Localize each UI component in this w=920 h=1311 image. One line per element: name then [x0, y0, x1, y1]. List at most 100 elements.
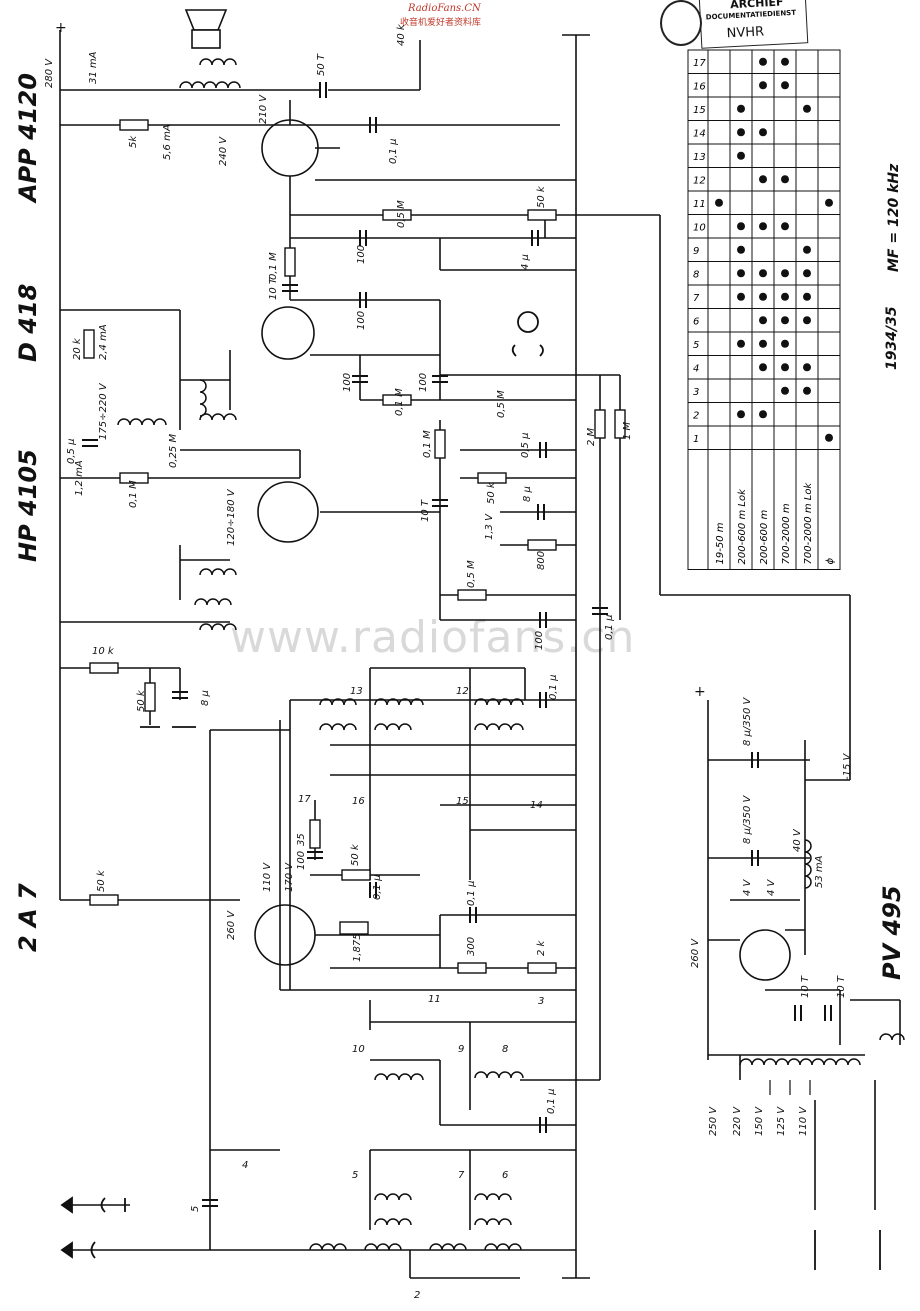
switch-table-dot	[759, 81, 767, 90]
label-v240: 240 V	[218, 136, 229, 166]
switch-table-number: 5	[693, 340, 699, 351]
label-r300: 300	[466, 936, 477, 956]
label-v260: 260 V	[226, 910, 237, 940]
label-plus-main: +	[55, 20, 67, 36]
switch-table-number: 11	[693, 199, 706, 210]
switch-num-8: 8	[502, 1044, 509, 1055]
label-r800: 800	[536, 550, 547, 570]
switch-table-dot	[737, 104, 745, 113]
label-c100-d: 100	[418, 372, 429, 392]
switch-table-dot	[781, 175, 789, 184]
switch-table-dot	[737, 245, 745, 254]
coil-26	[804, 839, 812, 889]
switch-table-number: 13	[693, 152, 706, 163]
label-c10t-b: 10 T	[420, 499, 431, 522]
label-r1875: 1,875	[352, 933, 363, 962]
switch-num-14: 14	[530, 800, 543, 811]
switch-table-number: 9	[693, 246, 699, 257]
label-mains-110: 110 V	[798, 1106, 809, 1136]
switch-table-number: 2	[693, 410, 699, 421]
switch-num-10: 10	[352, 1044, 365, 1055]
label-r2m: 2 M	[586, 427, 597, 446]
switch-num-13: 13	[350, 686, 363, 697]
label-c5: 5	[190, 1205, 201, 1212]
switch-num-3: 3	[538, 996, 545, 1007]
label-r40k: 40 k	[396, 24, 407, 46]
label-mains-220: 220 V	[732, 1106, 743, 1136]
switch-table-dot	[781, 292, 789, 301]
switch-table-dot	[803, 386, 811, 395]
label-v175-220: 175÷220 V	[98, 383, 109, 440]
label-r1m: 1 M	[622, 421, 633, 440]
label-psu-260v: 260 V	[690, 938, 701, 968]
label-psu-c1: 8 μ/350 V	[742, 697, 753, 746]
label-r50k-a: 50 k	[536, 186, 547, 208]
label-v170: 170 V	[284, 862, 295, 892]
label-r025m: 0,25 M	[168, 433, 179, 468]
label-c10t-a: 10 T	[268, 277, 279, 300]
label-c100-b: 100	[356, 310, 367, 330]
label-i56ma: 5,6 mA	[162, 124, 173, 160]
coil-1	[199, 58, 237, 66]
switch-table-dot	[737, 269, 745, 278]
coil-15	[474, 1071, 524, 1079]
switch-num-4: 4	[242, 1160, 249, 1171]
label-c4u: 4 μ	[520, 254, 531, 270]
label-r50k-e: 50 k	[96, 870, 107, 892]
coil-12	[374, 723, 412, 731]
label-r01m-b: 0,1 M	[394, 388, 405, 416]
switch-table-dot	[737, 292, 745, 301]
switch-table-number: 1	[693, 434, 699, 445]
label-psu-c2: 8 μ/350 V	[742, 795, 753, 844]
coil-7	[199, 623, 237, 631]
switch-table-number: 15	[693, 105, 706, 116]
switch-table-dot	[715, 198, 723, 207]
label-v120-180: 120÷180 V	[226, 489, 237, 546]
label-i12ma: 1,2 mA	[74, 460, 85, 496]
switch-num-9: 9	[458, 1044, 465, 1055]
switch-table-dot	[759, 339, 767, 348]
coil-18	[374, 1218, 412, 1226]
label-r50k-d: 50 k	[350, 844, 361, 866]
switch-num-16: 16	[352, 796, 365, 807]
label-v13: 1,3 V	[484, 514, 495, 540]
label-r50k-b: 50 k	[486, 482, 497, 504]
switch-table-dot	[803, 245, 811, 254]
label-mains-150: 150 V	[754, 1106, 765, 1136]
switch-table-dot	[803, 316, 811, 325]
switch-num-6: 6	[502, 1170, 509, 1181]
coil-3	[117, 418, 167, 426]
source-subtitle: 收音机爱好者资料库	[400, 18, 482, 28]
coil-20	[309, 1243, 347, 1251]
label-r05m-a: 0,5 M	[396, 200, 407, 228]
archive-logo	[660, 0, 702, 46]
switch-table-dot	[803, 269, 811, 278]
switch-table-dot	[759, 269, 767, 278]
switch-table-dot	[803, 363, 811, 372]
label-c01u-c: 0,1 μ	[548, 674, 559, 700]
switch-num-17: 17	[298, 794, 311, 805]
coil-0	[179, 81, 241, 89]
switch-table-dot	[737, 410, 745, 419]
coil-9	[374, 698, 424, 706]
coil-23	[484, 1243, 522, 1251]
label-c100-c: 100	[342, 372, 353, 392]
switch-table-number: 6	[693, 316, 699, 327]
label-c01u-e: 0,1 μ	[466, 880, 477, 906]
coil-5	[199, 568, 237, 576]
label-r2k: 2 k	[536, 940, 547, 956]
switch-table-dot	[781, 222, 789, 231]
switch-table-dot	[759, 57, 767, 66]
label-r01m-c: 0,1 M	[128, 480, 139, 508]
switch-table-dot	[759, 363, 767, 372]
switch-table-number: 4	[693, 363, 699, 374]
switch-table-number: 14	[693, 128, 706, 139]
label-c8u-a: 8 μ	[522, 486, 533, 502]
switch-table-dot	[737, 151, 745, 160]
label-psu-4v-a: 4 V	[742, 879, 753, 896]
switch-table-dot	[759, 128, 767, 137]
switch-table-band-label: 700-2000 m Lok	[803, 482, 814, 565]
label-psu-53ma: 53 mA	[814, 855, 825, 889]
switch-table-band-label: 19-50 m	[715, 522, 726, 564]
label-c01u-f: 0,1 μ	[546, 1088, 557, 1114]
